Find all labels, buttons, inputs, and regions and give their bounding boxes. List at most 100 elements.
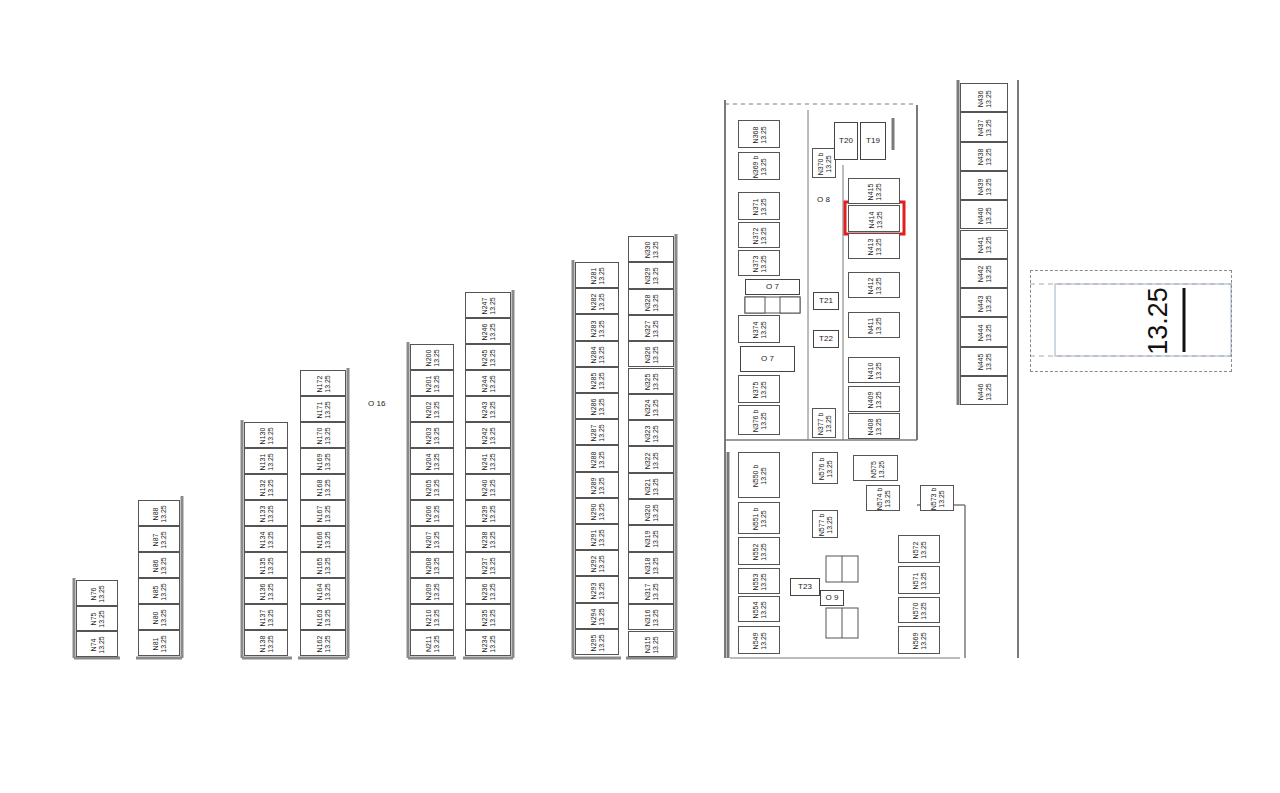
unit-area: 13.25	[98, 585, 106, 603]
unit-area: 13.25	[433, 349, 441, 367]
rotated-label: N13313.25	[245, 501, 289, 527]
unit-number: N283	[590, 320, 598, 337]
unit-number: N170	[316, 428, 324, 445]
rotated-label: N43813.25	[961, 143, 1009, 172]
unit-number: N292	[590, 556, 598, 573]
room-box: O 9	[820, 590, 844, 606]
rotated-label: N13213.25	[245, 475, 289, 501]
storage-unit: N24713.25	[465, 292, 511, 318]
unit-number: N573 b	[930, 488, 938, 511]
storage-unit: N23713.25	[465, 552, 511, 578]
unit-number: N134	[259, 532, 267, 549]
unit-area: 13.25	[489, 375, 497, 393]
unit-number: N171	[316, 402, 324, 419]
rotated-label: N16613.25	[301, 527, 347, 553]
storage-unit: N13313.25	[244, 500, 288, 526]
room-box: T23	[790, 578, 820, 596]
unit-number: N247	[481, 298, 489, 315]
unit-area: 13.25	[267, 531, 275, 549]
room-name: O 7	[766, 283, 779, 292]
unit-area: 13.25	[160, 635, 168, 653]
storage-unit: N17213.25	[300, 370, 346, 396]
rotated-label: N44613.25	[961, 377, 1009, 406]
unit-number: N373	[752, 256, 760, 273]
rotated-label: N20413.25	[411, 449, 455, 475]
storage-unit: N31913.25	[628, 525, 674, 551]
unit-number: N291	[590, 530, 598, 547]
unit-number: N441	[977, 237, 985, 254]
unit-area: 13.25	[652, 610, 660, 628]
unit-number: N410	[867, 363, 875, 380]
room-box: T19	[860, 122, 886, 160]
unit-area: 13.25	[652, 320, 660, 338]
rotated-label: N40913.25	[849, 387, 901, 413]
unit-area: 13.25	[875, 418, 883, 436]
rotated-label: N29113.25	[576, 525, 620, 551]
storage-unit: N33013.25	[628, 236, 674, 262]
unit-area: 13.25	[489, 323, 497, 341]
highlight-frame	[845, 202, 904, 234]
unit-area: 13.25	[920, 572, 928, 590]
storage-unit: N29413.25	[575, 603, 619, 629]
storage-unit: N44413.25	[960, 317, 1008, 346]
rotated-label: N29213.25	[576, 551, 620, 577]
unit-number: N211	[425, 636, 433, 652]
rotated-label: N16313.25	[301, 605, 347, 631]
unit-number: N285	[590, 373, 598, 390]
unit-number: N286	[590, 399, 598, 416]
rotated-label: N20013.25	[411, 345, 455, 371]
unit-area: 13.25	[985, 295, 993, 313]
storage-unit: N574 b13.25	[866, 485, 900, 511]
room-box: T21	[813, 292, 839, 310]
storage-unit: N28713.25	[575, 419, 619, 445]
storage-unit: N29113.25	[575, 524, 619, 550]
unit-number: N371	[752, 199, 760, 216]
unit-number: N553	[752, 574, 760, 591]
storage-unit: N54913.25	[738, 626, 780, 654]
unit-area: 13.25	[652, 478, 660, 496]
storage-unit: N376 b13.25	[738, 405, 780, 435]
unit-number: N576 b	[818, 458, 826, 481]
unit-number: N368	[752, 127, 760, 144]
rotated-label: N573 b13.25	[921, 486, 955, 512]
rotated-label: N43913.25	[961, 172, 1009, 201]
unit-area: 13.25	[267, 505, 275, 523]
rotated-label: N40813.25	[849, 414, 901, 440]
unit-area: 13.25	[489, 453, 497, 471]
rotated-label: N24313.25	[466, 397, 512, 423]
unit-number: N319	[644, 531, 652, 548]
rotated-label: N32113.25	[629, 474, 675, 500]
unit-number: N322	[644, 452, 652, 469]
rotated-label: N21013.25	[411, 605, 455, 631]
unit-number: N238	[481, 532, 489, 549]
rotated-label: N32413.25	[629, 395, 675, 421]
storage-unit: N32013.25	[628, 499, 674, 525]
unit-area: 13.25	[598, 425, 606, 443]
unit-number: N138	[259, 636, 267, 653]
unit-area: 13.25	[985, 266, 993, 284]
rotated-label: N41013.25	[849, 358, 901, 384]
unit-number: N130	[259, 428, 267, 445]
unit-number: N316	[644, 610, 652, 627]
storage-unit: N55413.25	[738, 596, 780, 622]
storage-unit: N57213.25	[898, 535, 940, 563]
storage-unit: N16913.25	[300, 448, 346, 474]
unit-area: 13.25	[985, 90, 993, 108]
unit-area: 13.25	[652, 241, 660, 259]
rotated-label: N577 b13.25	[813, 511, 839, 539]
storage-unit: N7513.25	[76, 606, 118, 632]
unit-number: N244	[481, 376, 489, 393]
rotated-label: N13113.25	[245, 449, 289, 475]
rotated-label: N13513.25	[245, 553, 289, 579]
unit-number: N369 b	[752, 156, 760, 179]
storage-unit: N31513.25	[628, 631, 674, 657]
unit-area: 13.25	[433, 401, 441, 419]
unit-area: 13.25	[826, 460, 834, 478]
unit-area: 13.25	[760, 321, 768, 339]
rotated-label: N20813.25	[411, 553, 455, 579]
unit-area: 13.25	[652, 425, 660, 443]
unit-area: 13.25	[267, 557, 275, 575]
unit-number: N294	[590, 608, 598, 625]
room-name: T22	[819, 335, 833, 344]
rotated-label: N28413.25	[576, 342, 620, 368]
